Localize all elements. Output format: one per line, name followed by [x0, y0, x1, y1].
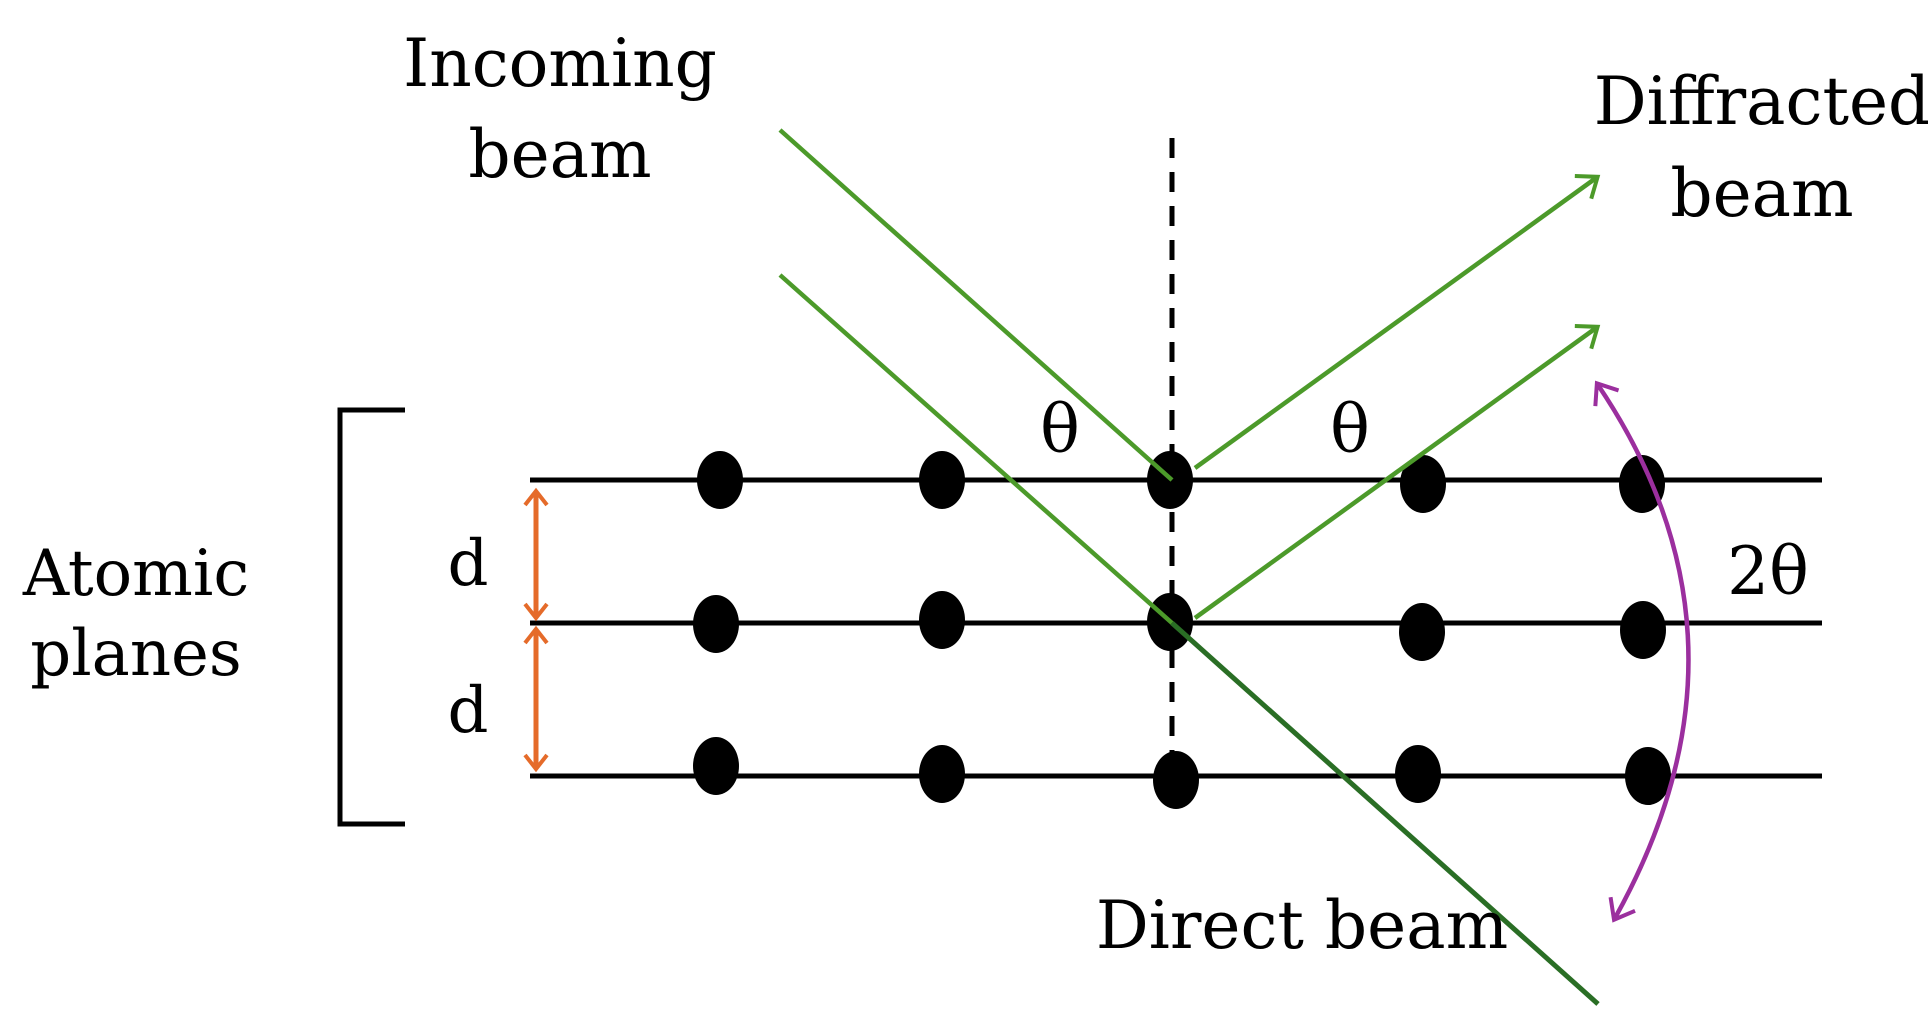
two-theta-label: 2θ — [1727, 533, 1809, 610]
incoming-beam-label-line2: beam — [468, 116, 651, 193]
diffracted-beam-label-line2: beam — [1670, 155, 1853, 232]
atom — [919, 451, 965, 509]
atom — [697, 451, 743, 509]
atom — [1625, 747, 1671, 805]
atom — [693, 595, 739, 653]
atomic-planes-bracket — [337, 407, 405, 827]
incoming-beam-label-line1: Incoming — [403, 25, 717, 102]
spacing-label-top: d — [448, 527, 489, 601]
atom — [1399, 603, 1445, 661]
atomic-planes-label-line1: Atomic — [22, 537, 249, 611]
direct-beam-label: Direct beam — [1096, 887, 1508, 964]
atom — [919, 591, 965, 649]
spacing-label-bottom: d — [448, 674, 489, 748]
theta-incident-label: θ — [1040, 391, 1080, 468]
atom — [693, 737, 739, 795]
atom — [1395, 745, 1441, 803]
incoming-beam-upper — [778, 128, 1174, 482]
diffracted-beam-upper-arrow — [1193, 174, 1601, 470]
atom — [1400, 455, 1446, 513]
atomic-planes-label-line2: planes — [30, 617, 242, 691]
atom — [919, 745, 965, 803]
diffracted-beam-label-line1: Diffracted — [1594, 63, 1928, 140]
diffracted-beam-lower-arrow — [1193, 324, 1601, 620]
atom — [1153, 751, 1199, 809]
incoming-beam-lower — [778, 273, 1174, 625]
two-theta-arc-arrow — [1593, 380, 1691, 923]
theta-diffracted-label: θ — [1330, 391, 1370, 468]
atom — [1620, 601, 1666, 659]
direct-beam-line — [1170, 621, 1600, 1006]
